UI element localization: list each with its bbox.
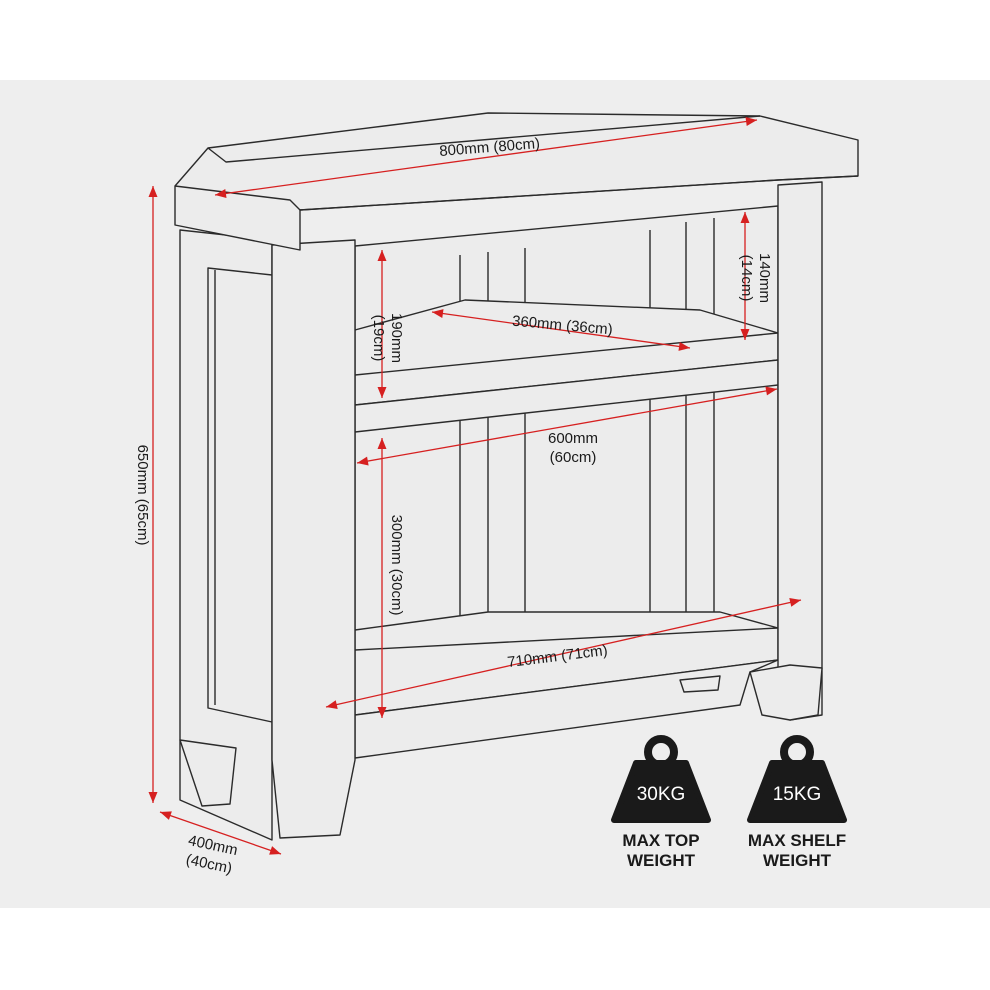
corner-unit-drawing	[174, 112, 859, 841]
dim-middle-cm: (60cm)	[550, 449, 597, 466]
back-left-leg	[179, 739, 237, 807]
right-foot	[749, 664, 823, 721]
arrow-overall-height	[148, 186, 158, 803]
arrow-bottom-width	[325, 598, 802, 709]
weight-badge-top: 30KG MAX TOP WEIGHT	[611, 735, 711, 870]
caption-top-line1: MAX TOP	[622, 831, 699, 850]
arrow-depth	[159, 811, 282, 855]
apron-block	[679, 675, 721, 693]
caption-shelf-line2: WEIGHT	[763, 851, 832, 870]
front-left-leg	[271, 239, 356, 839]
arrow-top-width	[214, 117, 758, 198]
arrow-upper-height	[377, 250, 387, 398]
caption-top-line2: WEIGHT	[627, 851, 696, 870]
dimension-arrows	[148, 117, 802, 855]
arrow-middle-width	[356, 386, 778, 466]
dim-top-gap-cm: (14cm)	[738, 255, 755, 302]
dim-lower-shelf-height: 300mm (30cm)	[388, 515, 405, 616]
dim-top-gap-mm: 140mm	[756, 253, 773, 303]
arrow-upper-depth	[431, 309, 691, 351]
dim-overall-height: 650mm (65cm)	[134, 445, 151, 546]
right-front-leg	[777, 181, 823, 721]
caption-shelf-line1: MAX SHELF	[748, 831, 846, 850]
dim-upper-mm: 190mm	[388, 313, 405, 363]
dim-depth: 400mm (40cm)	[184, 832, 239, 877]
arrow-lower-height	[377, 438, 387, 718]
dim-upper-cm: (19cm)	[370, 315, 387, 362]
side-inset	[207, 267, 273, 723]
weight-value-top: 30KG	[637, 784, 686, 805]
arrow-top-gap	[740, 212, 750, 340]
weight-icon	[747, 735, 847, 823]
dim-middle-mm: 600mm	[548, 430, 598, 447]
weight-value-shelf: 15KG	[773, 784, 822, 805]
weight-icon	[611, 735, 711, 823]
weight-badge-shelf: 15KG MAX SHELF WEIGHT	[747, 735, 847, 870]
dim-upper-shelf-height: 190mm (19cm)	[370, 313, 405, 363]
dim-top-gap: 140mm (14cm)	[738, 253, 773, 303]
